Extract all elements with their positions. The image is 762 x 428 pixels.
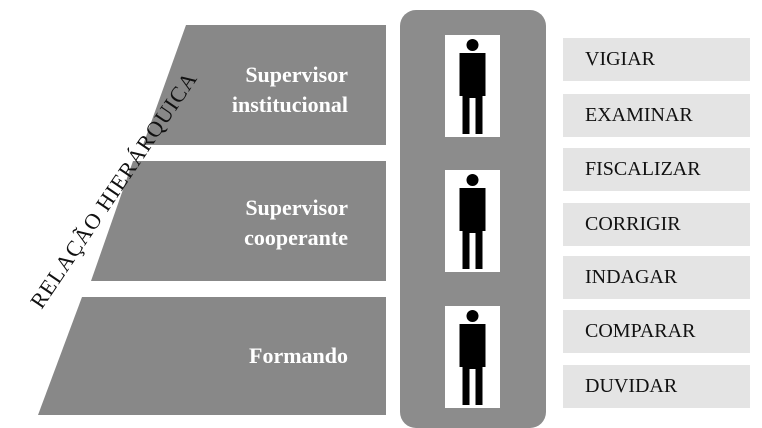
verb-box-vigiar: VIGIAR (563, 38, 750, 81)
verb-box-comparar: COMPARAR (563, 310, 750, 353)
verb-box-corrigir: CORRIGIR (563, 203, 750, 246)
verb-box-duvidar: DUVIDAR (563, 365, 750, 408)
level-label-supervisor-institucional: Supervisor institucional (168, 60, 348, 120)
verb-box-indagar: INDAGAR (563, 256, 750, 299)
level-label-line: institucional (231, 92, 348, 117)
level-label-formando: Formando (168, 341, 348, 371)
level-band-supervisor-cooperante (91, 161, 386, 281)
level-label-line: cooperante (244, 225, 348, 250)
verb-box-fiscalizar: FISCALIZAR (563, 148, 750, 191)
level-band-supervisor-institucional (143, 25, 386, 145)
person-box-top (445, 35, 500, 137)
level-label-line: Formando (249, 343, 348, 368)
level-label-supervisor-cooperante: Supervisor cooperante (168, 193, 348, 253)
level-label-line: Supervisor (245, 195, 348, 220)
person-box-middle (445, 170, 500, 272)
person-silhouette-icon (459, 39, 486, 134)
person-silhouette-icon (459, 174, 486, 269)
level-band-formando (38, 297, 386, 415)
person-box-bottom (445, 306, 500, 408)
level-label-line: Supervisor (245, 62, 348, 87)
person-silhouette-icon (459, 310, 486, 405)
verb-box-examinar: EXAMINAR (563, 94, 750, 137)
